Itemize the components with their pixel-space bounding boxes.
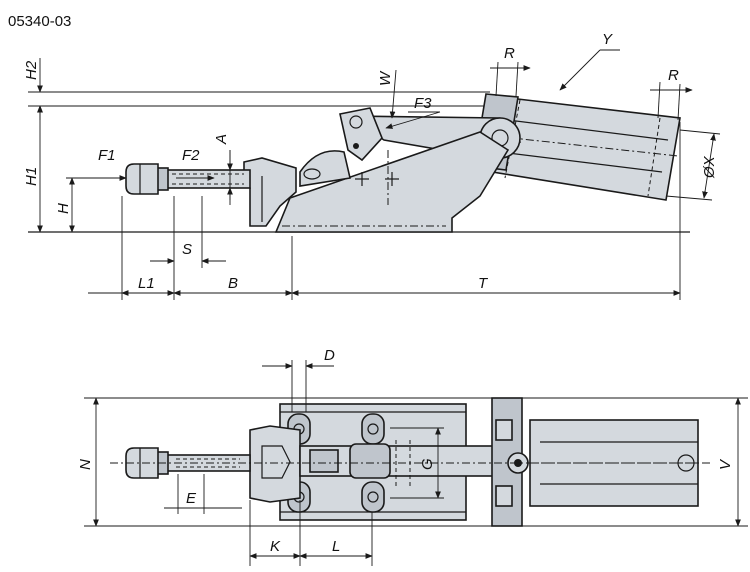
spindle-head [125,163,159,195]
label-L: L [332,538,340,555]
label-F2: F2 [182,147,200,164]
clamp-base [274,131,510,233]
label-H1: H1 [23,167,40,186]
label-H: H [55,203,72,214]
label-L1: L1 [138,275,155,292]
label-N: N [77,459,94,470]
top-cylinder-brackets [491,397,529,527]
label-E: E [186,490,197,507]
label-H2: H2 [23,60,40,80]
label-R-left: R [504,45,515,62]
label-W: W [377,70,394,86]
top-view: D N G V E K L [77,347,748,566]
label-R-right: R [668,67,679,84]
label-Y: Y [602,31,613,48]
side-view: H2 H1 H W R Y R F3 A F1 F2 ØX S L1 B T [23,31,721,300]
label-D: D [324,347,335,364]
label-F3: F3 [414,95,432,112]
part-number: 05340-03 [8,13,71,30]
label-S: S [182,241,192,258]
label-B: B [228,275,238,292]
label-X: ØX [701,155,718,179]
label-G: G [419,458,436,470]
label-A: A [213,134,230,145]
plunger-rod [155,167,251,191]
label-V: V [717,458,734,470]
label-T: T [478,275,489,292]
label-F1: F1 [98,147,116,164]
link-cap [299,150,351,187]
top-guide-housing [249,425,301,503]
label-K: K [270,538,281,555]
